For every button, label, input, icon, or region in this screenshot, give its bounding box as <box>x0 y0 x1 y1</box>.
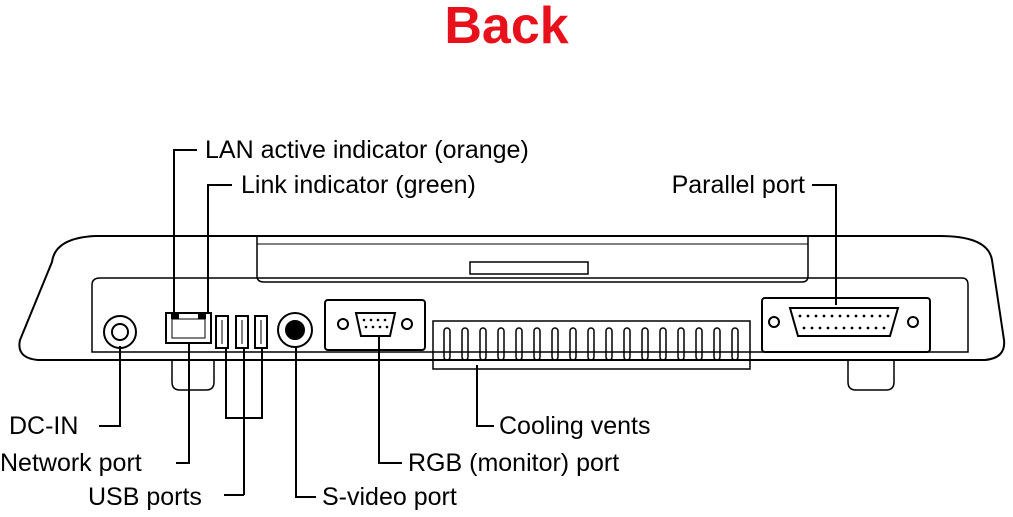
vent-slots <box>443 327 739 361</box>
dc-in-jack <box>103 315 137 349</box>
usb-port-1 <box>215 315 229 349</box>
laptop-body <box>18 235 1006 361</box>
parallel-connector <box>788 307 900 337</box>
diagram-title: Back <box>444 0 569 55</box>
hinge-tab <box>469 261 589 275</box>
rgb-port-plate <box>324 299 426 351</box>
lid-hinge <box>256 236 809 283</box>
leader-lines <box>99 149 837 498</box>
usb-port-2 <box>235 315 249 349</box>
label-parallel-port: Parallel port <box>671 171 805 199</box>
label-dc-in: DC-IN <box>9 412 79 440</box>
label-rgb-port: RGB (monitor) port <box>408 449 620 477</box>
foot-right <box>847 360 895 391</box>
label-network-port: Network port <box>0 449 142 477</box>
rgb-pins <box>362 318 389 329</box>
label-svideo-port: S-video port <box>322 483 457 511</box>
label-link-indicator: Link indicator (green) <box>241 171 476 199</box>
back-panel <box>91 277 969 353</box>
label-cooling-vents: Cooling vents <box>499 412 651 440</box>
label-usb-ports: USB ports <box>88 483 202 511</box>
label-lan-active: LAN active indicator (orange) <box>205 136 529 164</box>
cooling-vents <box>432 320 751 370</box>
parallel-port-plate <box>761 297 931 353</box>
rgb-connector <box>354 312 397 337</box>
foot-left <box>171 360 215 391</box>
